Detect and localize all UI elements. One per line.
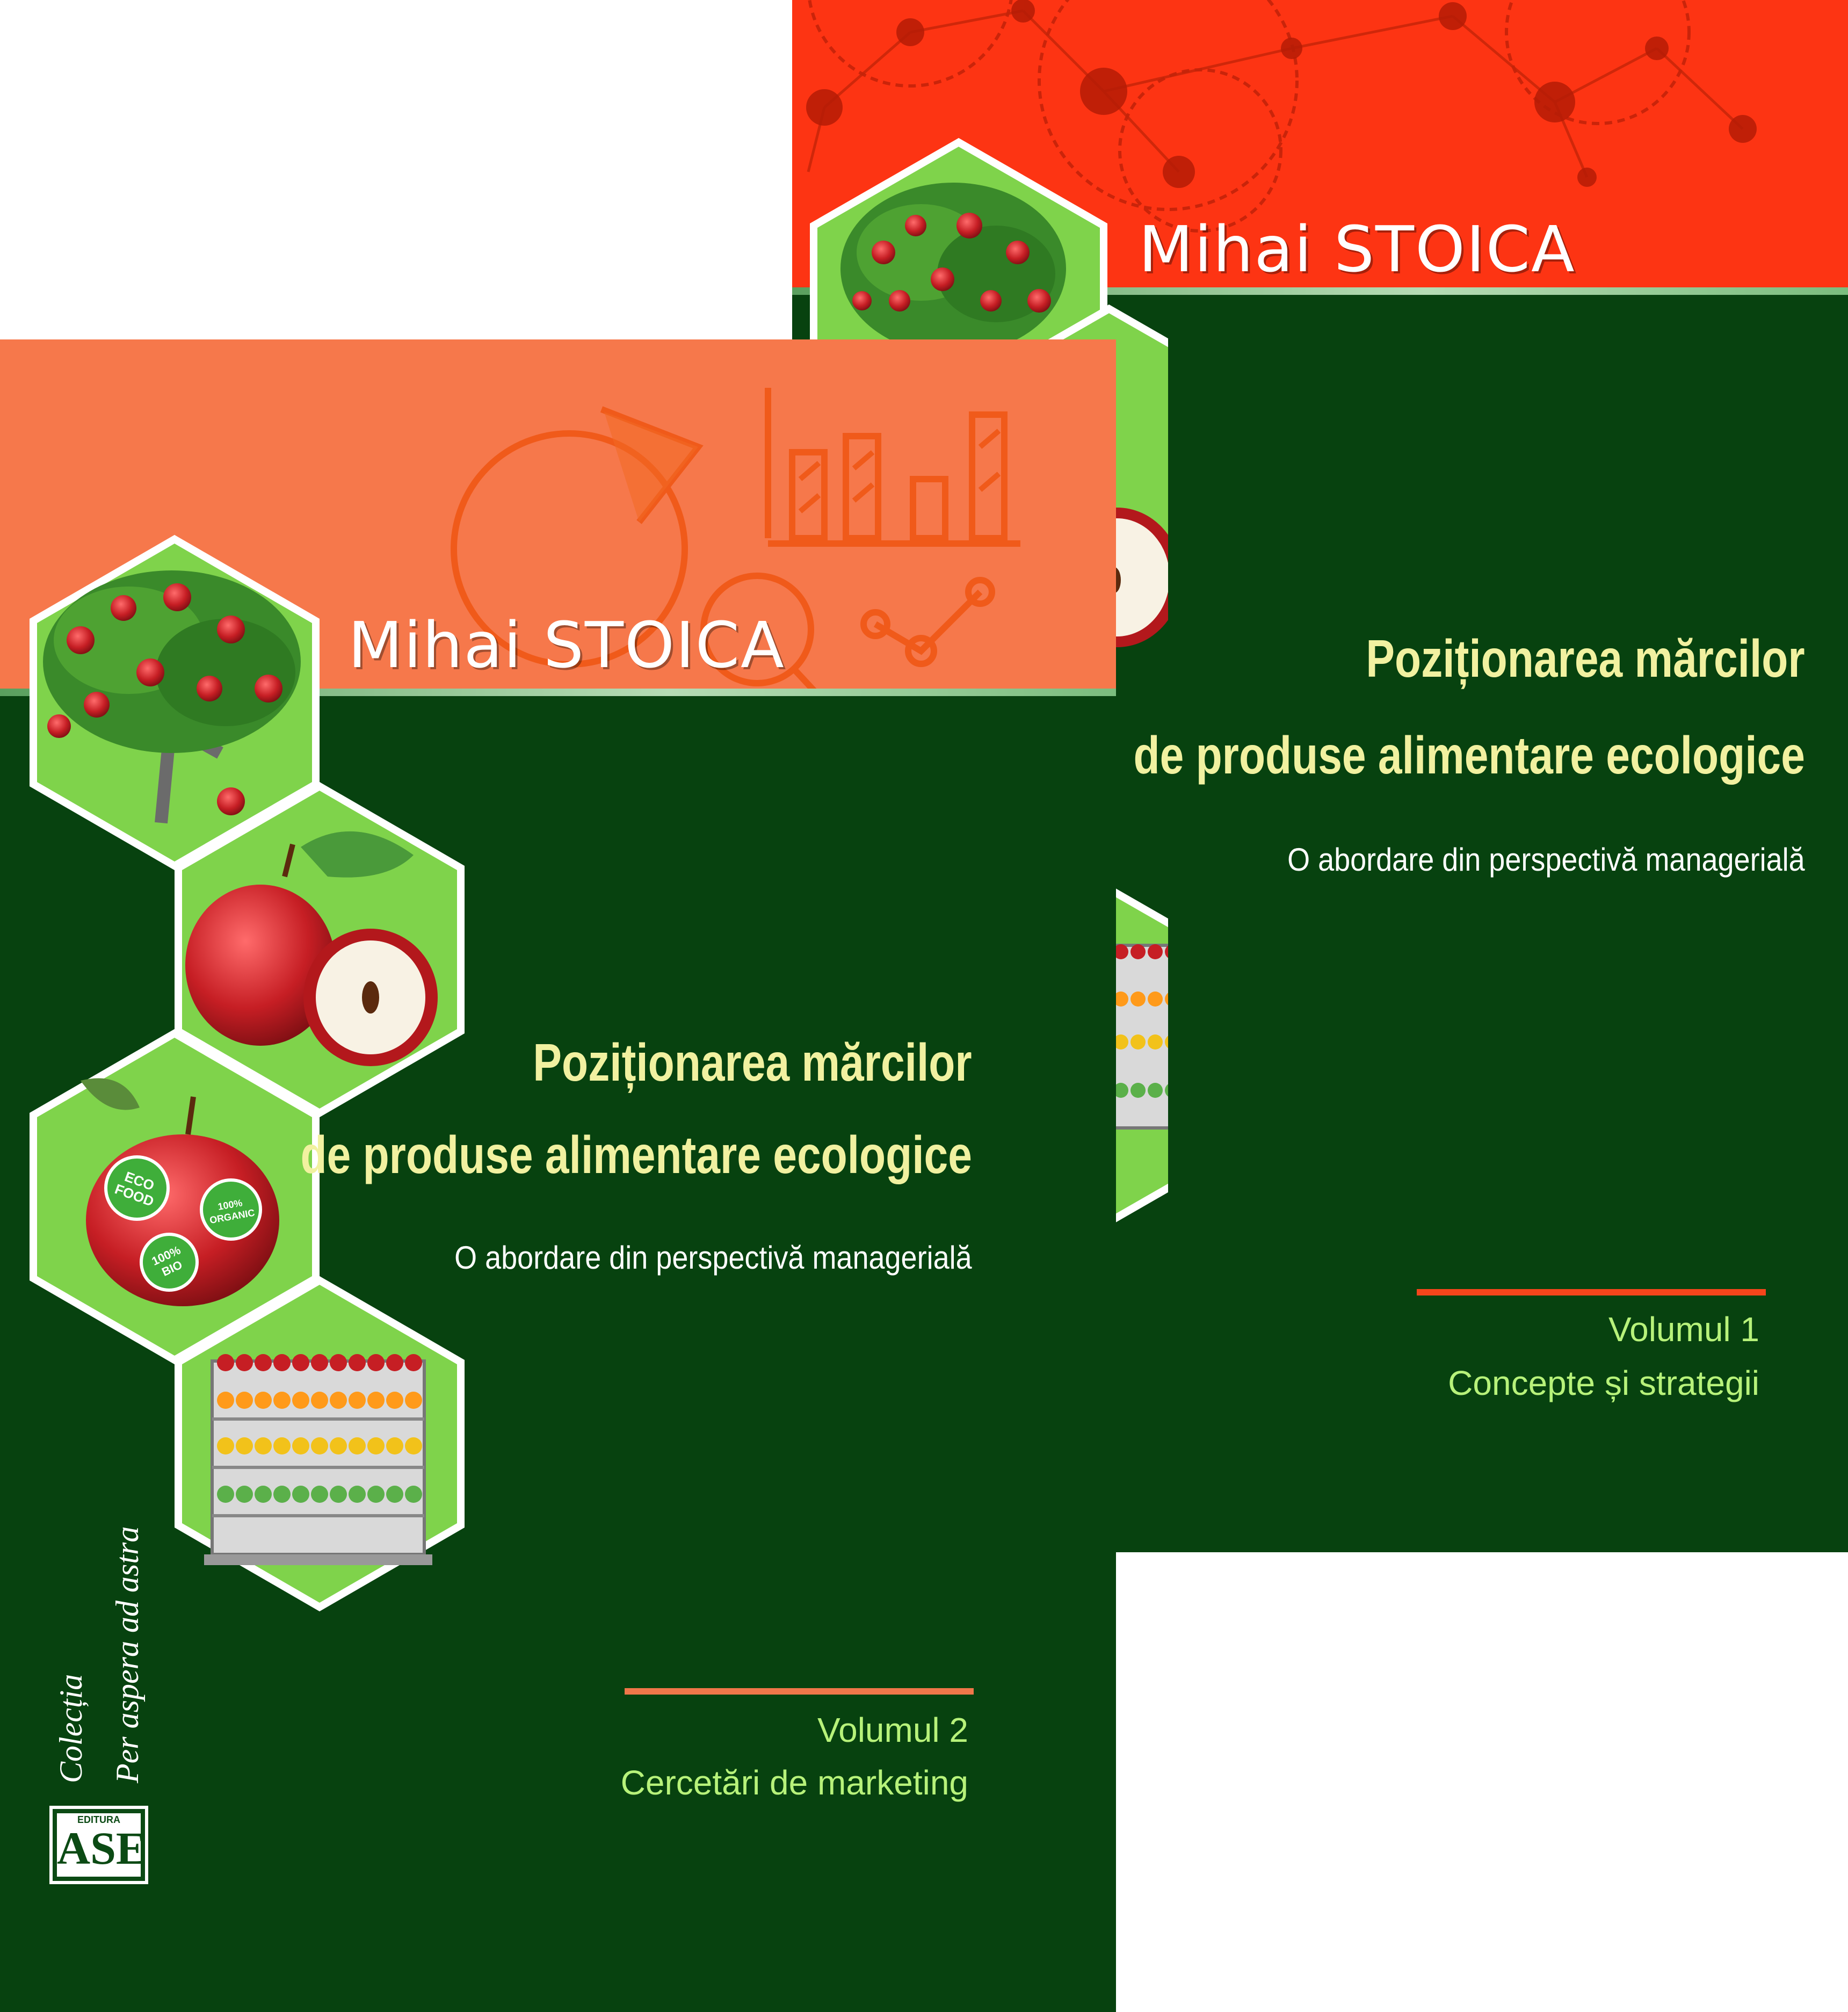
publisher-logo: EDITURA ASE [49,1806,148,1884]
series-collection: Colecția [53,1674,89,1783]
hexagon-apple-half [175,781,465,1118]
hexagon-apple-tree [30,534,320,871]
hexagon-fruit-shelf [175,1276,465,1612]
book-title-line-1: Poziționarea mărcilor [533,1033,972,1092]
book-title-line-2: de produse alimentare ecologice [1133,726,1805,785]
volume-number: Volumul 2 [817,1711,968,1749]
volume-number: Volumul 1 [1608,1310,1759,1349]
volume-divider-line [1417,1289,1766,1296]
network-pattern [806,0,1757,233]
book-title-line-2: de produse alimentare ecologice [300,1125,972,1184]
publisher-logo-top: EDITURA [77,1814,120,1825]
series-motto: Per aspera ad astra [110,1526,145,1783]
volume-subtitle: Concepte și strategii [1448,1364,1759,1402]
book-title-line-1: Poziționarea mărcilor [1366,629,1805,688]
author-name: Mihai STOICA [1139,212,1576,286]
author-name: Mihai STOICA [348,608,785,682]
series-label: Colecția Per aspera ad astra [43,1418,166,1783]
book-subtitle: O abordare din perspectivă managerială [1287,842,1805,878]
hexagon-eco-apple: ECO FOOD 100% ORGANIC 100% BIO [30,1029,320,1365]
volume-subtitle: Cercetări de marketing [620,1763,968,1802]
hexagon-column: ECO FOOD 100% ORGANIC 100% BIO [30,534,465,1612]
book-cover-volume-2: ECO FOOD 100% ORGANIC 100% BIO Mihai STO… [0,339,1116,2012]
analytics-pattern [451,388,1020,707]
book-subtitle: O abordare din perspectivă managerială [454,1240,972,1276]
publisher-logo-name: ASE [57,1822,147,1874]
volume-divider-line [625,1688,974,1695]
cover-top-band [0,339,1116,707]
